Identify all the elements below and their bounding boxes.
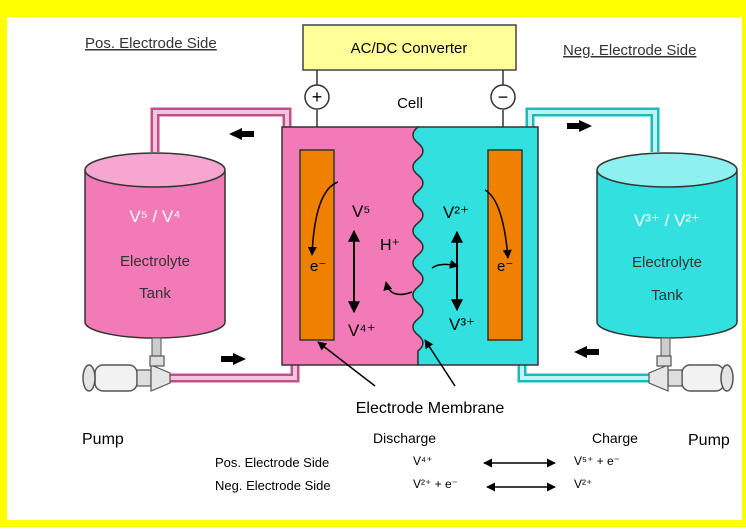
ac-dc-converter-box bbox=[302, 24, 517, 71]
reaction-neg-left: V²⁺ + e⁻ bbox=[413, 477, 458, 491]
left-tank-electrolyte: Electrolyte bbox=[120, 253, 190, 270]
neg-upper-ion: V²⁺ bbox=[443, 203, 469, 222]
left-tank-species: V⁵ / V⁴ bbox=[129, 207, 180, 226]
reaction-neg-label: Neg. Electrode Side bbox=[215, 478, 331, 493]
flow-arrow-right-bottom bbox=[574, 346, 599, 358]
pos-side-heading: Pos. Electrode Side bbox=[85, 35, 217, 52]
electrode-membrane-label: Electrode Membrane bbox=[356, 400, 505, 417]
positive-terminal: + bbox=[304, 84, 330, 110]
pos-lower-ion: V⁴⁺ bbox=[348, 321, 376, 340]
proton-label: H⁺ bbox=[380, 237, 400, 254]
neg-electron-arrow bbox=[484, 189, 512, 259]
right-tank-species: V³⁺ / V²⁺ bbox=[634, 211, 700, 230]
flow-arrows bbox=[221, 120, 599, 365]
discharge-label: Discharge bbox=[373, 430, 436, 446]
negative-terminal: − bbox=[490, 84, 516, 110]
left-pump-icon bbox=[82, 355, 171, 392]
flow-arrow-left-bottom bbox=[221, 353, 246, 365]
proton-arrow-right bbox=[431, 259, 459, 269]
right-pump-icon bbox=[648, 355, 734, 392]
proton-arrow-left bbox=[383, 281, 413, 296]
right-tank-label: Tank bbox=[651, 287, 683, 304]
converter-label: AC/DC Converter bbox=[351, 40, 468, 57]
right-tank-electrolyte: Electrolyte bbox=[632, 254, 702, 271]
reaction-pos-right: V⁵⁺ + e⁻ bbox=[574, 454, 620, 468]
pos-electron-arrow bbox=[307, 181, 339, 256]
pump-right-label: Pump bbox=[688, 432, 730, 449]
left-tank-label: Tank bbox=[139, 285, 171, 302]
flow-arrow-right-top bbox=[567, 120, 592, 132]
pump-left-label: Pump bbox=[82, 431, 124, 448]
reaction-pos-left: V⁴⁺ bbox=[413, 454, 433, 468]
pos-upper-ion: V⁵ bbox=[352, 202, 370, 221]
pipes bbox=[150, 107, 660, 383]
neg-lower-ion: V³⁺ bbox=[449, 315, 475, 334]
electrode-pointer bbox=[317, 341, 376, 387]
neg-side-heading: Neg. Electrode Side bbox=[563, 42, 696, 59]
neg-electron-label: e⁻ bbox=[497, 258, 513, 275]
negative-electrolyte-tank: V³⁺ / V²⁺ Electrolyte Tank bbox=[596, 152, 738, 339]
plus-sign: + bbox=[312, 87, 323, 107]
flow-arrow-left-top bbox=[229, 128, 254, 140]
charge-label: Charge bbox=[592, 430, 638, 446]
membrane-pointer bbox=[424, 339, 456, 387]
reaction-pos-label: Pos. Electrode Side bbox=[215, 455, 329, 470]
pos-electron-label: e⁻ bbox=[310, 258, 326, 275]
positive-electrode bbox=[299, 149, 335, 341]
positive-electrolyte-tank: V⁵ / V⁴ Electrolyte Tank bbox=[84, 152, 226, 339]
minus-sign: − bbox=[498, 87, 509, 107]
negative-electrode bbox=[487, 149, 523, 341]
cell-label: Cell bbox=[397, 95, 423, 112]
reaction-neg-right: V²⁺ bbox=[574, 477, 592, 491]
